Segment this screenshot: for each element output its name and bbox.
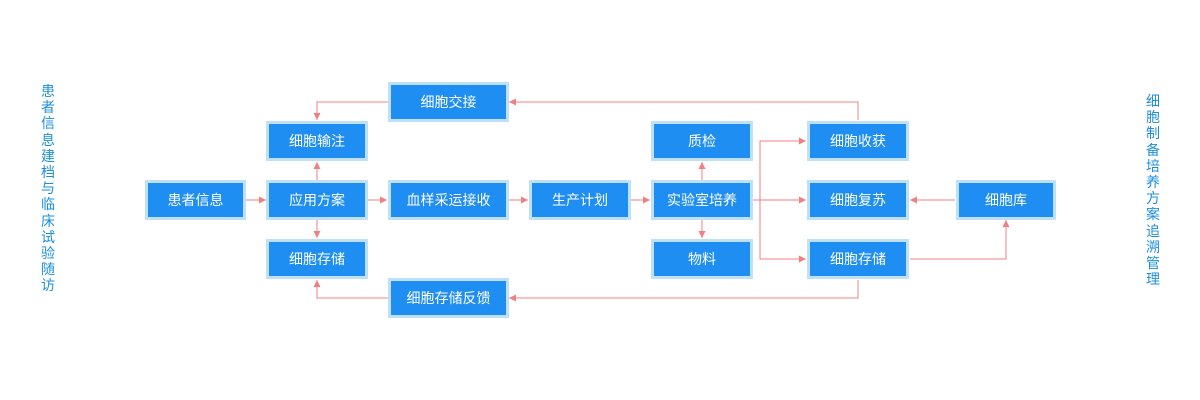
arrow-feedback-to-storage [313, 280, 388, 299]
node-production-plan[interactable]: 生产计划 [529, 180, 631, 220]
arrow-harvest-to-handover [509, 98, 859, 120]
node-cell-recovery[interactable]: 细胞复苏 [807, 180, 909, 220]
arrow-storage-to-bank [910, 220, 1010, 260]
node-cell-handover[interactable]: 细胞交接 [388, 82, 509, 122]
node-storage-feedback[interactable]: 细胞存储反馈 [388, 278, 509, 318]
node-patient-info[interactable]: 患者信息 [145, 180, 246, 220]
node-cell-storage-right[interactable]: 细胞存储 [807, 239, 909, 279]
arrow-handover-to-infusion [313, 101, 388, 120]
node-quality-check[interactable]: 质检 [651, 121, 753, 161]
node-lab-culture[interactable]: 实验室培养 [651, 180, 753, 220]
arrow-storage-to-feedback [509, 280, 859, 302]
left-title: 患者信息建档与临床试验随访 [41, 84, 55, 295]
node-cell-storage-left[interactable]: 细胞存储 [266, 239, 368, 279]
arrow-culture-to-harvest [759, 137, 806, 200]
node-materials[interactable]: 物料 [651, 239, 753, 279]
node-cell-harvest[interactable]: 细胞收获 [807, 121, 909, 161]
node-treatment-plan[interactable]: 应用方案 [266, 180, 368, 220]
arrow-culture-to-storage-right [759, 200, 806, 263]
node-blood-transport[interactable]: 血样采运接收 [388, 180, 509, 220]
right-title: 细胞制备培养方案追溯管理 [1146, 94, 1160, 289]
node-cell-infusion[interactable]: 细胞输注 [266, 121, 368, 161]
node-cell-bank[interactable]: 细胞库 [956, 180, 1056, 220]
